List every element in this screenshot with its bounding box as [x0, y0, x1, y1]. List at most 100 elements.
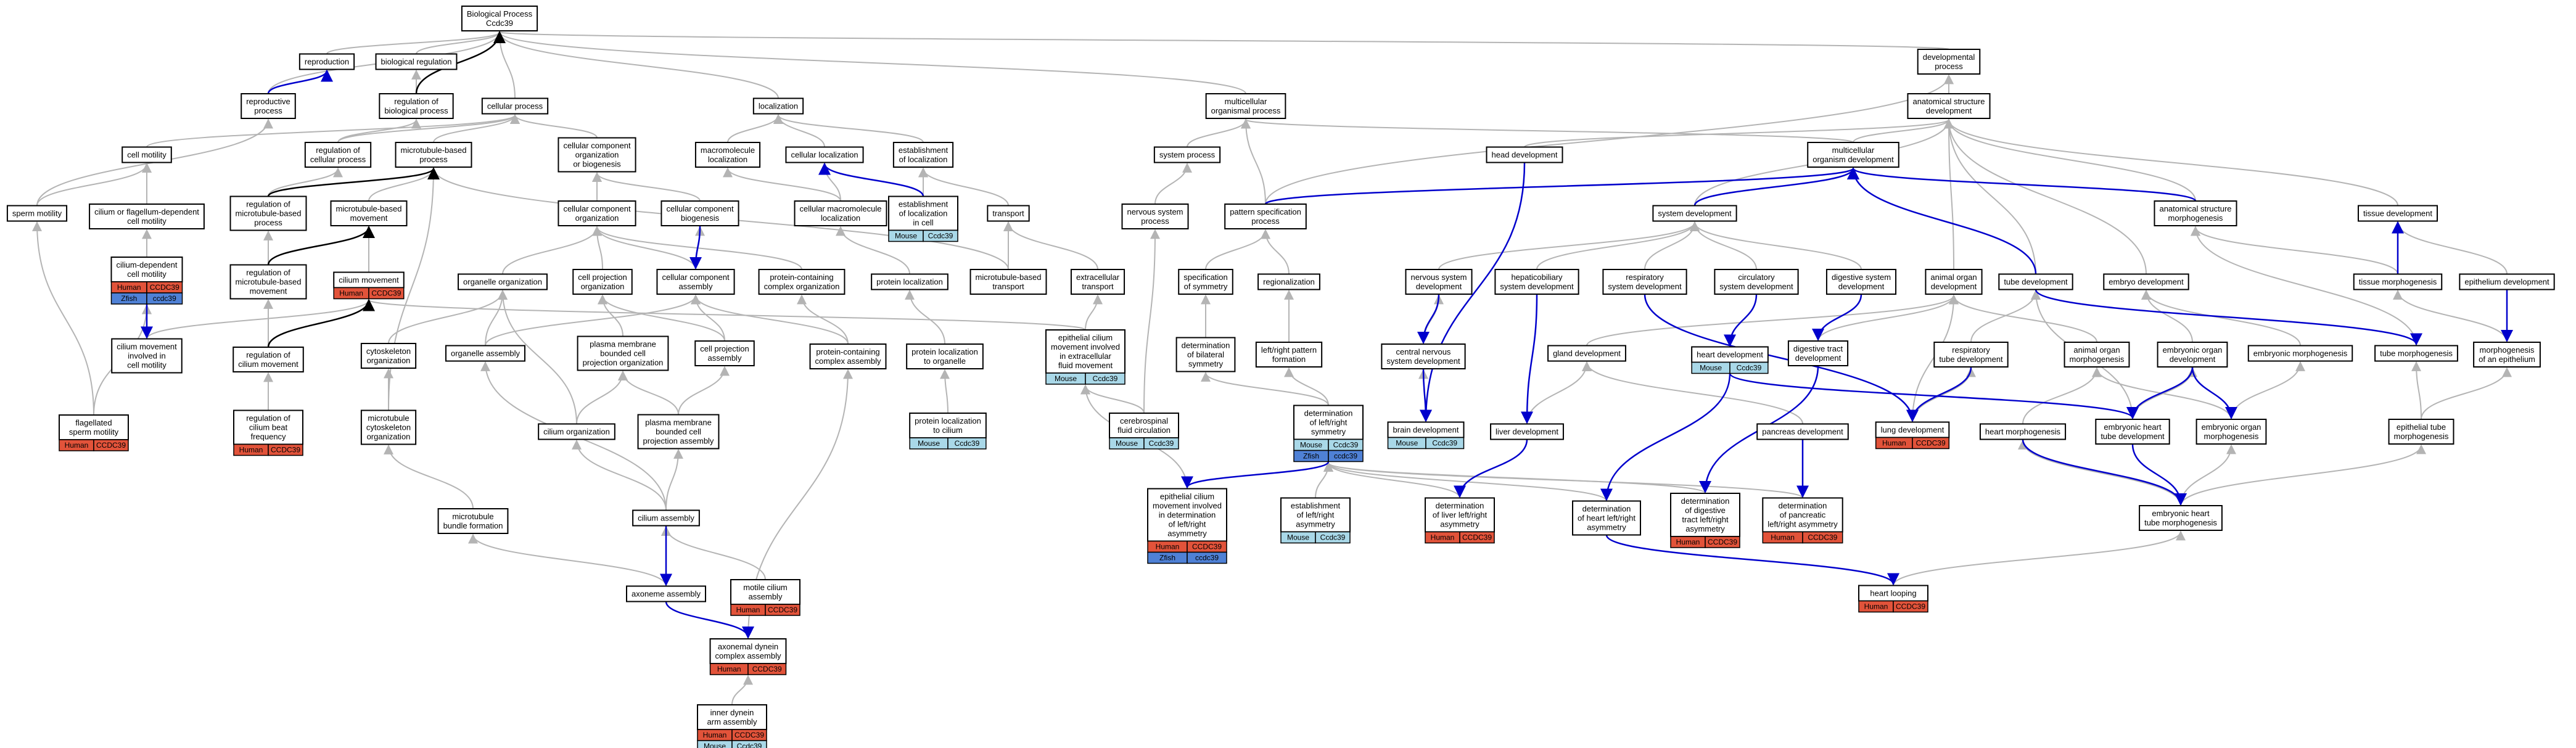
- go-term-spermmot[interactable]: sperm motility: [6, 205, 68, 222]
- go-term-tissuemorph[interactable]: tissue morphogenesis: [2353, 273, 2443, 290]
- go-term-ciliumassembly[interactable]: cilium assembly: [632, 509, 700, 527]
- go-term-epidev[interactable]: epithelium development: [2459, 273, 2555, 290]
- go-term-reproduction[interactable]: reproduction: [298, 53, 355, 70]
- go-term-glanddev[interactable]: gland development: [1547, 345, 1626, 362]
- go-term-headdev[interactable]: head development: [1486, 146, 1563, 163]
- go-term-sysproc[interactable]: system process: [1153, 146, 1221, 163]
- go-term-organelleorg[interactable]: organelle organization: [458, 273, 548, 290]
- go-term-axonemeassembly[interactable]: axoneme assembly: [626, 585, 706, 602]
- go-term-cellmot[interactable]: cell motility: [121, 146, 172, 163]
- go-term-tissuedev[interactable]: tissue development: [2357, 205, 2438, 222]
- go-term-bioreg[interactable]: biological regulation: [375, 53, 458, 70]
- go-term-transport[interactable]: transport: [987, 205, 1030, 222]
- go-term-localization[interactable]: localization: [752, 97, 804, 115]
- go-term-embryomorph[interactable]: embryonic morphogenesis: [2247, 345, 2353, 362]
- go-term-tubedev[interactable]: tube development: [1998, 273, 2073, 290]
- go-term-regionalization[interactable]: regionalization: [1257, 273, 1320, 290]
- go-term-heartmorph[interactable]: heart morphogenesis: [1979, 423, 2067, 440]
- go-term-organelleassembly[interactable]: organelle assembly: [445, 345, 526, 362]
- go-term-ciliumorg[interactable]: cilium organization: [538, 423, 615, 440]
- go-term-cellloc[interactable]: cellular localization: [785, 146, 864, 163]
- go-term-liverdev[interactable]: liver development: [1490, 423, 1564, 440]
- go-term-protloc[interactable]: protein localization: [871, 273, 949, 290]
- go-term-cellproc[interactable]: cellular process: [481, 97, 549, 115]
- go-term-embryodev[interactable]: embryo development: [2103, 273, 2189, 290]
- go-term-sysdev[interactable]: system development: [1652, 205, 1737, 222]
